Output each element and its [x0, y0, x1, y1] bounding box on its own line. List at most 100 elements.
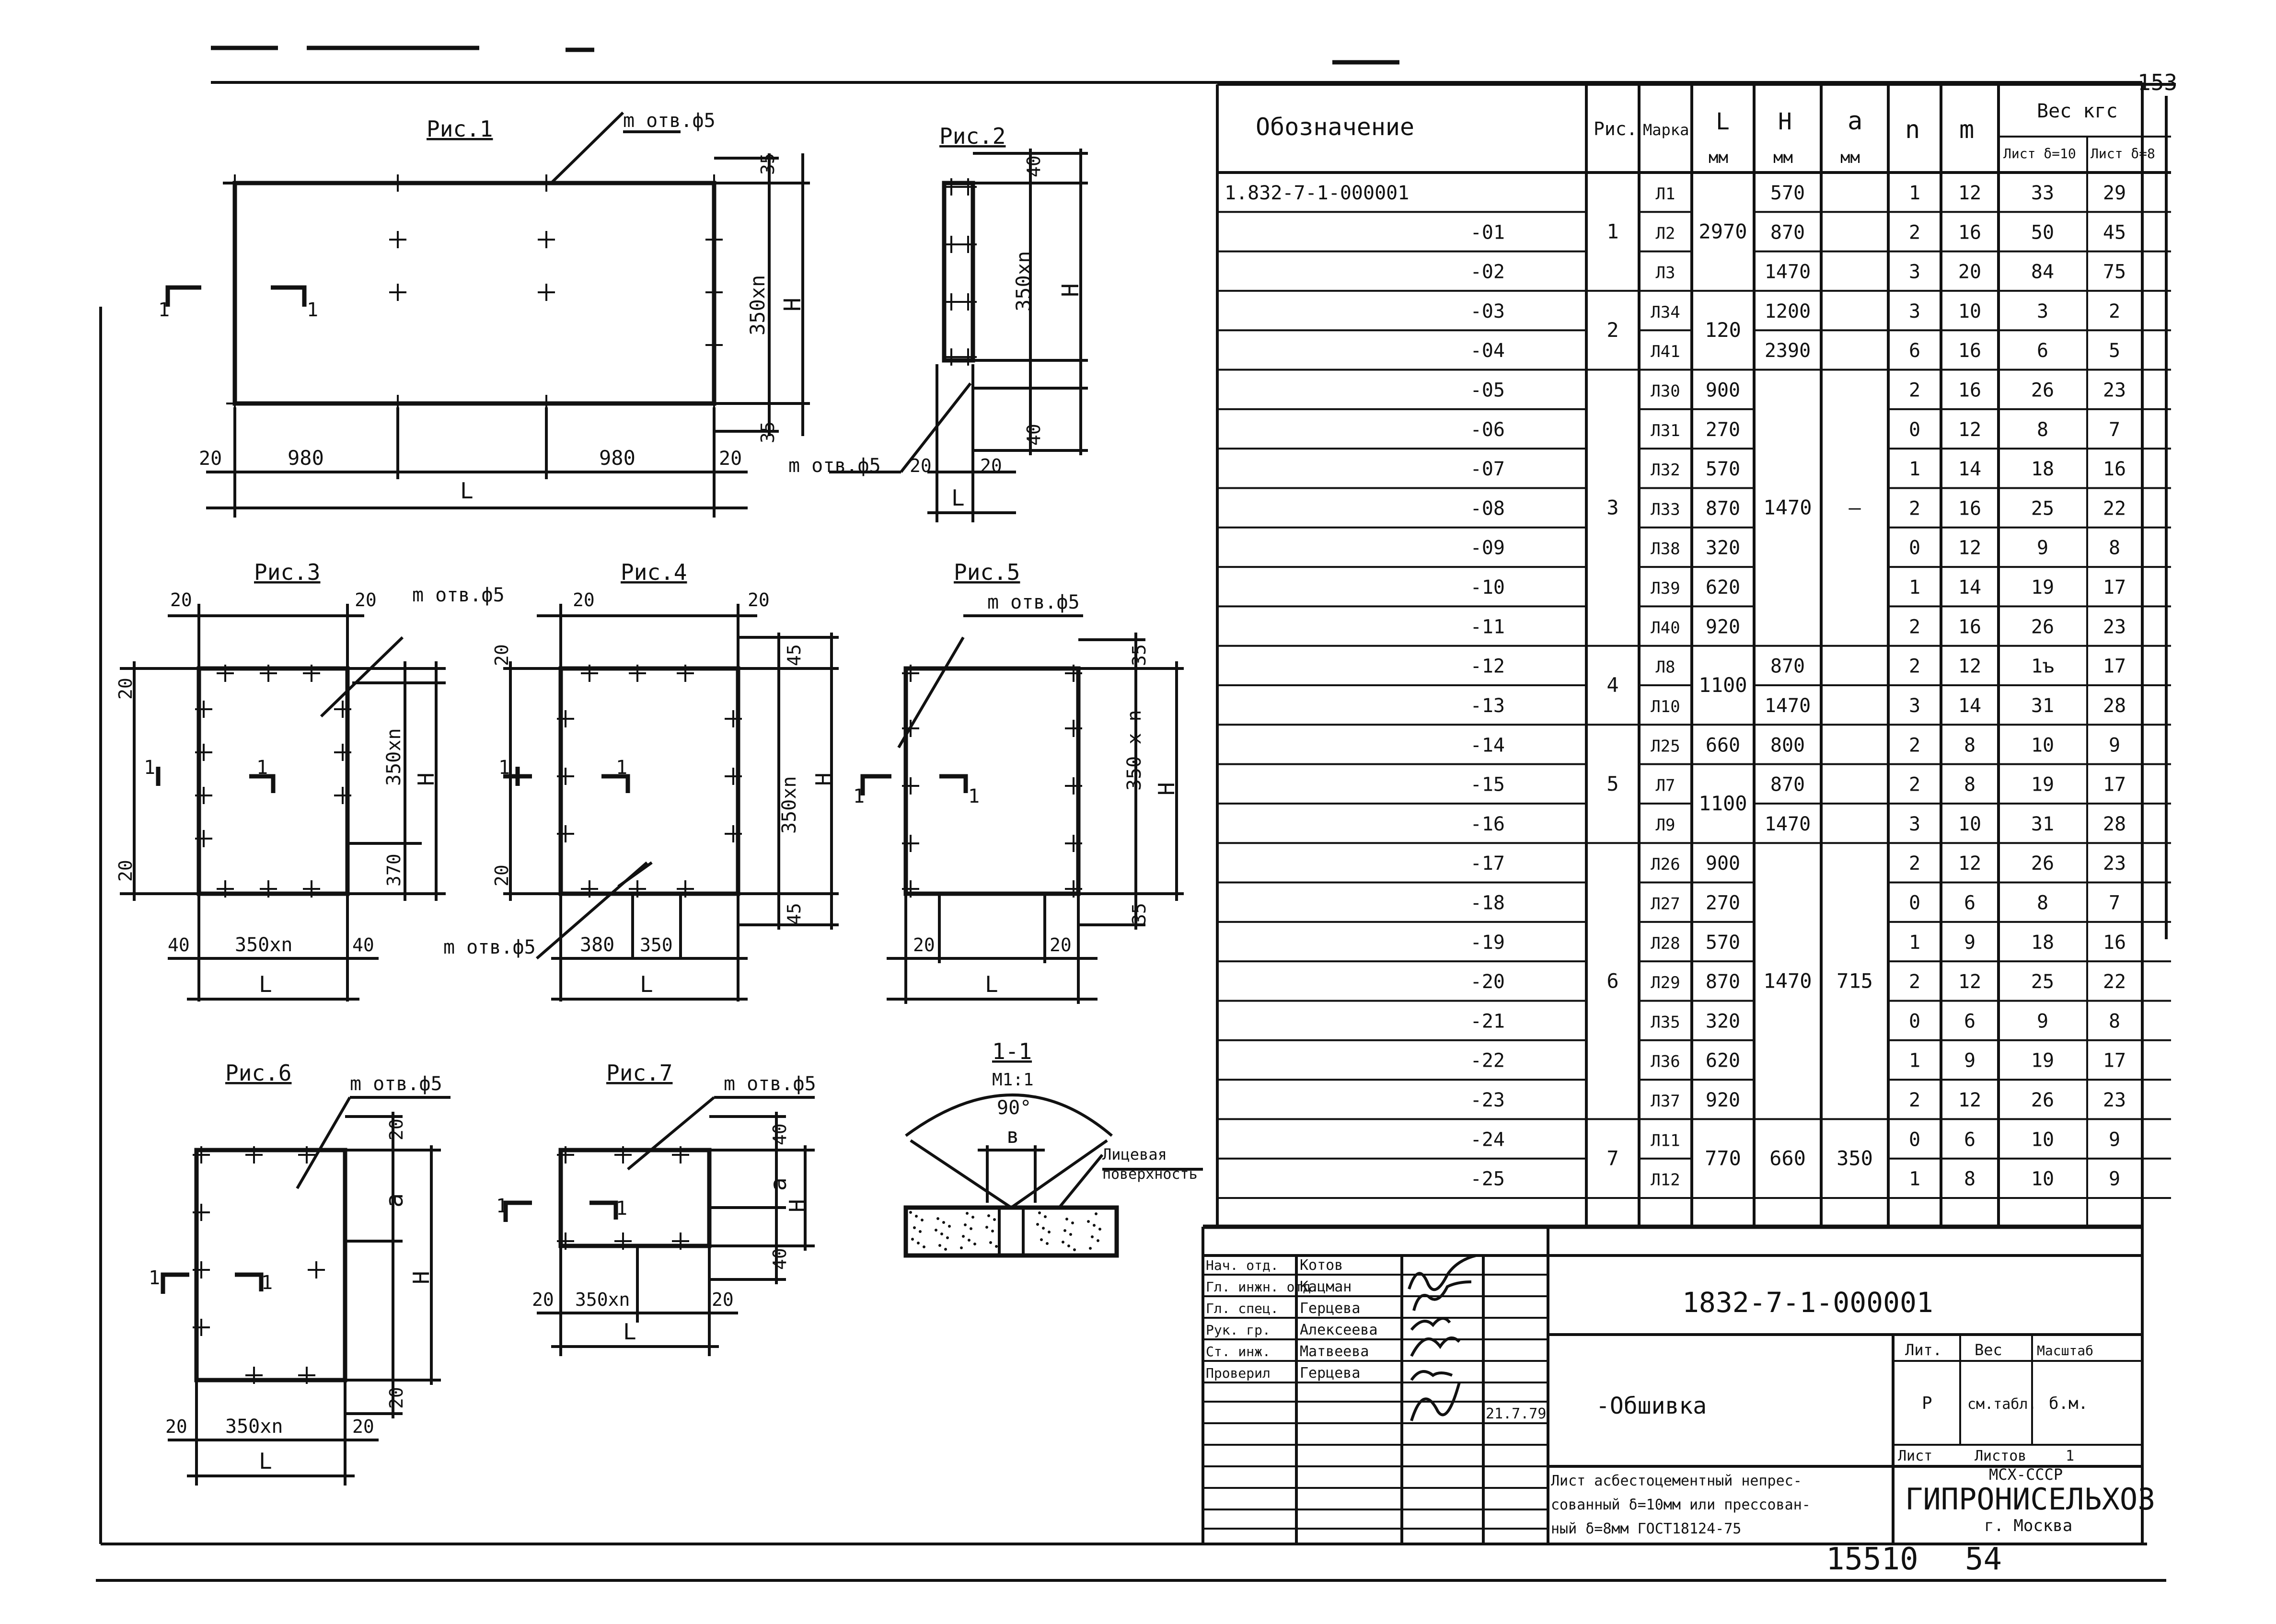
figure-1-dim-bottom: 35 [757, 421, 778, 443]
cell-m: 6 [1964, 1010, 1976, 1032]
mass-value: см.табл. [1967, 1396, 2037, 1413]
col-header-l: L [1716, 108, 1730, 135]
cell-w8: 75 [2103, 261, 2126, 283]
figure-6-dim-a: a [381, 1193, 408, 1208]
signer-role: Проверил [1206, 1365, 1271, 1381]
cell-l: 270 [1706, 892, 1740, 914]
merged-cell-fig: 5 [1606, 772, 1618, 795]
cell-w10: 19 [2031, 774, 2054, 796]
cell-mark: Л37 [1651, 1092, 1680, 1111]
stage-header: Лит. [1905, 1341, 1942, 1359]
row-designation: -20 [1470, 971, 1505, 993]
cell-l: 870 [1706, 497, 1740, 519]
cell-w8: 45 [2103, 221, 2126, 243]
cell-w10: 84 [2031, 261, 2054, 283]
merged-cell-fig: 1 [1606, 219, 1618, 243]
scale-value: б.м. [2049, 1394, 2088, 1413]
row-designation: -15 [1470, 774, 1505, 796]
merged-cell-fig: 7 [1606, 1147, 1618, 1170]
merged-cell-fig: 4 [1606, 673, 1618, 697]
cell-w8: 17 [2103, 774, 2126, 796]
cell-n: 1 [1909, 182, 1920, 204]
cell-w8: 9 [2109, 1168, 2120, 1190]
cell-m: 16 [1958, 221, 1981, 243]
cell-w10: 19 [2031, 1050, 2054, 1072]
figure-5-holes: m отв.ф5 [987, 591, 1080, 613]
cell-mark: Л41 [1651, 342, 1680, 361]
figure-5-title: Рис.5 [954, 559, 1020, 585]
cell-n: 2 [1909, 774, 1920, 796]
figure-6-section-left: 1 [149, 1267, 160, 1289]
cell-w8: 7 [2109, 892, 2120, 914]
signer-name: Матвеева [1300, 1343, 1369, 1360]
col-header-designation: Обозначение [1256, 113, 1414, 141]
drawing-code: 1832-7-1-000001 [1682, 1286, 1933, 1319]
row-designation: -10 [1470, 576, 1505, 599]
figure-3-dim-left-top: 20 [115, 678, 136, 700]
cell-mark: Л34 [1651, 303, 1680, 322]
organization-name: ГИПРОНИСЕЛЬХОЗ [1905, 1482, 2156, 1517]
cell-m: 6 [1964, 1129, 1976, 1151]
figure-4-dim-45-bottom: 45 [784, 903, 805, 925]
cell-l: 920 [1706, 616, 1740, 638]
cell-mark: Л27 [1651, 895, 1680, 914]
row-designation: -01 [1470, 221, 1505, 243]
cell-l: 320 [1706, 1010, 1740, 1032]
cell-w8: 23 [2103, 852, 2126, 875]
cell-n: 0 [1909, 419, 1920, 441]
cell-w8: 28 [2103, 813, 2126, 835]
merged-cell-fig: 6 [1606, 969, 1618, 992]
figure-2-dim-right-margin: 20 [980, 455, 1002, 476]
figure-4-dim-pitch: 350xn [778, 776, 800, 834]
figure-5-dim-right-margin: 20 [1050, 934, 1072, 956]
merged-cell-l: 770 [1705, 1147, 1741, 1170]
merged-cell-a: 350 [1837, 1147, 1873, 1170]
cell-l: 620 [1706, 1050, 1740, 1072]
cell-n: 2 [1909, 852, 1920, 875]
cell-mark: Л25 [1651, 737, 1680, 756]
cell-mark: Л35 [1651, 1013, 1680, 1032]
cell-w10: 1ъ [2031, 656, 2054, 678]
figure-7 [503, 1096, 815, 1356]
ministry-name: МСХ-СССР [1989, 1465, 2063, 1484]
figure-5-dim-h: H [1154, 782, 1179, 795]
col-header-mark: Марка [1643, 121, 1689, 139]
col-header-weight-8: Лист δ=8 [2091, 146, 2155, 161]
cell-m: 8 [1964, 774, 1976, 796]
cell-n: 2 [1909, 734, 1920, 756]
cell-mark: Л8 [1656, 658, 1675, 677]
cell-m: 12 [1958, 537, 1981, 559]
cell-w10: 25 [2031, 971, 2054, 993]
cell-w10: 8 [2037, 419, 2048, 441]
col-header-h-unit: мм [1773, 148, 1793, 167]
figure-3-dim-top-right: 20 [355, 589, 377, 610]
cell-l: 660 [1706, 734, 1740, 756]
cell-h: 570 [1770, 182, 1805, 204]
figure-4-dim-top-left: 20 [573, 589, 595, 610]
cell-n: 1 [1909, 932, 1920, 954]
cell-w8: 17 [2103, 656, 2126, 678]
figure-2-dim-l: L [951, 485, 965, 511]
cell-w10: 18 [2031, 458, 2054, 480]
cell-n: 3 [1909, 300, 1920, 322]
figure-6-section-right: 1 [261, 1272, 273, 1294]
figure-1-dim-l: L [460, 478, 474, 504]
row-designation: -21 [1470, 1010, 1505, 1032]
merged-cell-l: 2970 [1698, 219, 1747, 243]
figure-3-dim-pitch: 350xn [383, 728, 405, 786]
col-header-h: H [1778, 108, 1792, 135]
figure-1-dim-left: 980 [288, 446, 324, 470]
figure-4-dim-350: 350 [640, 934, 673, 956]
cell-m: 10 [1958, 813, 1981, 835]
figure-3-dim-l: L [259, 971, 272, 997]
cell-w10: 10 [2031, 734, 2054, 756]
cell-m: 14 [1958, 695, 1981, 717]
cell-w10: 3 [2037, 300, 2048, 322]
signer-name: Герцева [1300, 1365, 1360, 1382]
col-header-l-unit: мм [1709, 148, 1728, 167]
figure-2-dim-top: 40 [1023, 155, 1044, 177]
cell-mark: Л7 [1656, 776, 1675, 795]
cell-mark: Л2 [1656, 224, 1675, 243]
cell-m: 6 [1964, 892, 1976, 914]
